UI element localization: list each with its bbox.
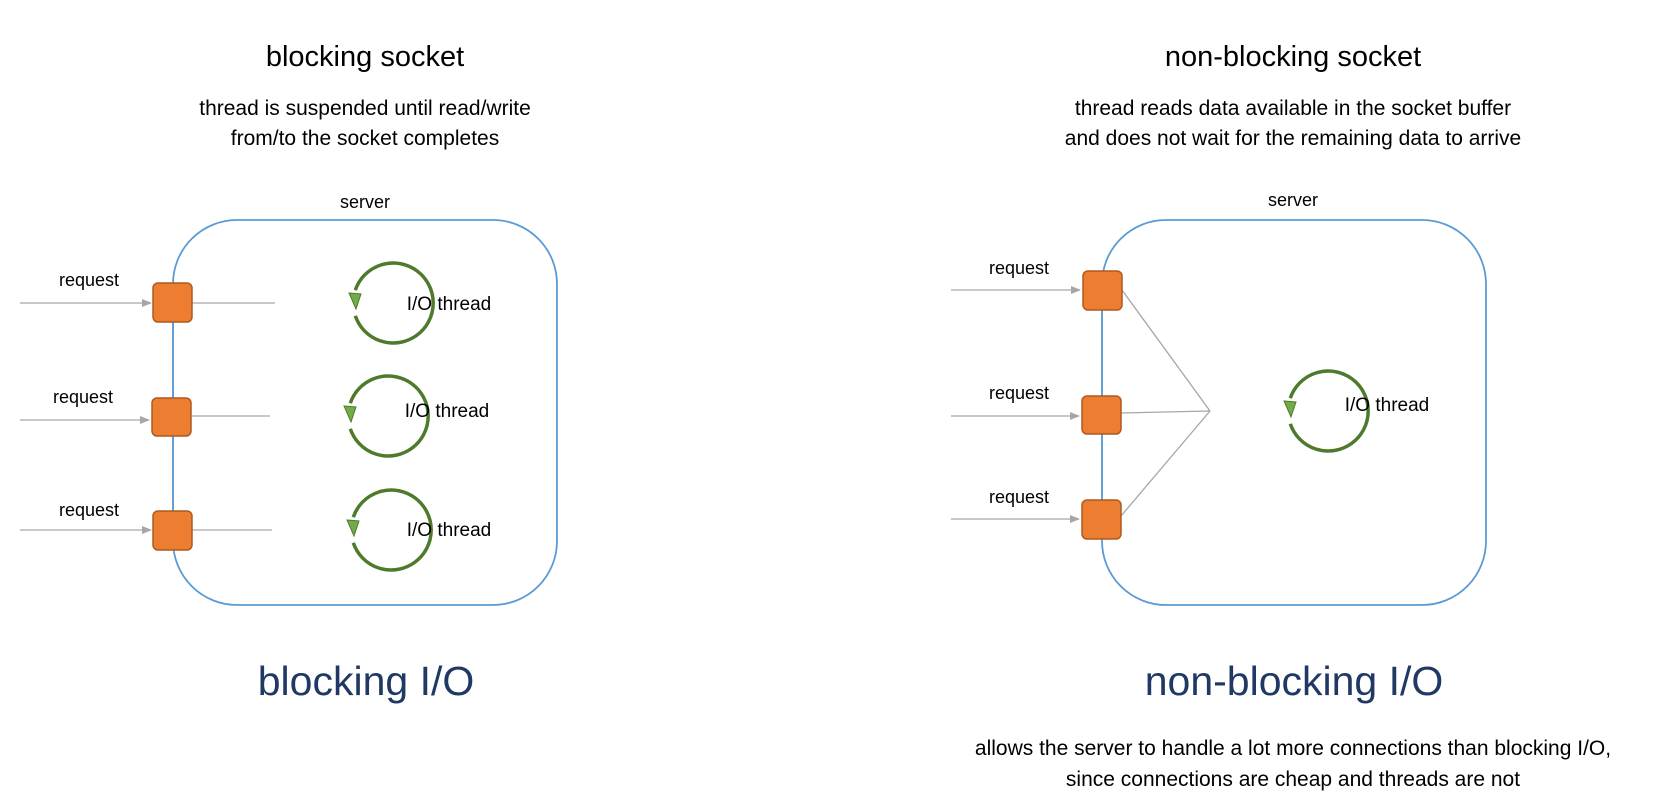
socket-square-icon: [1082, 270, 1123, 311]
socket-square-icon: [1081, 499, 1122, 540]
blocking-subtitle-line2: from/to the socket completes: [231, 127, 499, 150]
io-thread-label: I/O thread: [407, 520, 492, 541]
socket-thread-connector: [1120, 410, 1211, 414]
blocking-big-title: blocking I/O: [258, 658, 475, 704]
thread-loop-icon: [343, 374, 430, 458]
nonblocking-note-line1: allows the server to handle a lot more c…: [975, 737, 1611, 760]
blocking-server-box: [172, 219, 558, 606]
thread-loop-icon: [348, 261, 435, 345]
nonblocking-title: non-blocking socket: [1165, 41, 1421, 73]
io-thread-label: I/O thread: [405, 401, 490, 422]
blocking-server-label: server: [340, 192, 390, 212]
nonblocking-connectors: [1120, 289, 1211, 517]
request-label: request: [989, 487, 1049, 507]
nonblocking-row-1: request: [951, 258, 1123, 311]
request-label: request: [989, 383, 1049, 403]
request-label: request: [59, 500, 119, 520]
thread-loop-icon: [346, 488, 433, 572]
request-label: request: [53, 387, 113, 407]
socket-thread-connector: [1120, 410, 1211, 517]
nonblocking-subtitle-line1: thread reads data available in the socke…: [1075, 97, 1511, 120]
blocking-panel: blocking socket thread is suspended unti…: [20, 41, 558, 704]
socket-square-icon: [1081, 395, 1122, 435]
blocking-subtitle-line1: thread is suspended until read/write: [199, 97, 531, 120]
request-label: request: [59, 270, 119, 290]
io-thread-label: I/O thread: [1345, 395, 1430, 416]
socket-square-icon: [152, 510, 193, 551]
nonblocking-row-2: request: [951, 383, 1122, 435]
blocking-title: blocking socket: [266, 41, 464, 73]
blocking-row-1: request I/O thread: [20, 261, 492, 345]
socket-square-icon: [151, 397, 192, 437]
socket-square-icon: [152, 282, 193, 323]
nonblocking-big-title: non-blocking I/O: [1145, 658, 1444, 704]
thread-loop-icon: [1283, 369, 1370, 453]
nonblocking-note-line2: since connections are cheap and threads …: [1066, 768, 1520, 791]
request-label: request: [989, 258, 1049, 278]
blocking-row-3: request I/O thread: [20, 488, 492, 572]
nonblocking-server-label: server: [1268, 190, 1318, 210]
socket-thread-connector: [1121, 289, 1211, 412]
nonblocking-row-3: request: [951, 487, 1122, 540]
io-thread-label: I/O thread: [407, 294, 492, 315]
nonblocking-panel: non-blocking socket thread reads data av…: [951, 41, 1611, 791]
nonblocking-subtitle-line2: and does not wait for the remaining data…: [1065, 127, 1521, 150]
blocking-row-2: request I/O thread: [20, 374, 490, 458]
